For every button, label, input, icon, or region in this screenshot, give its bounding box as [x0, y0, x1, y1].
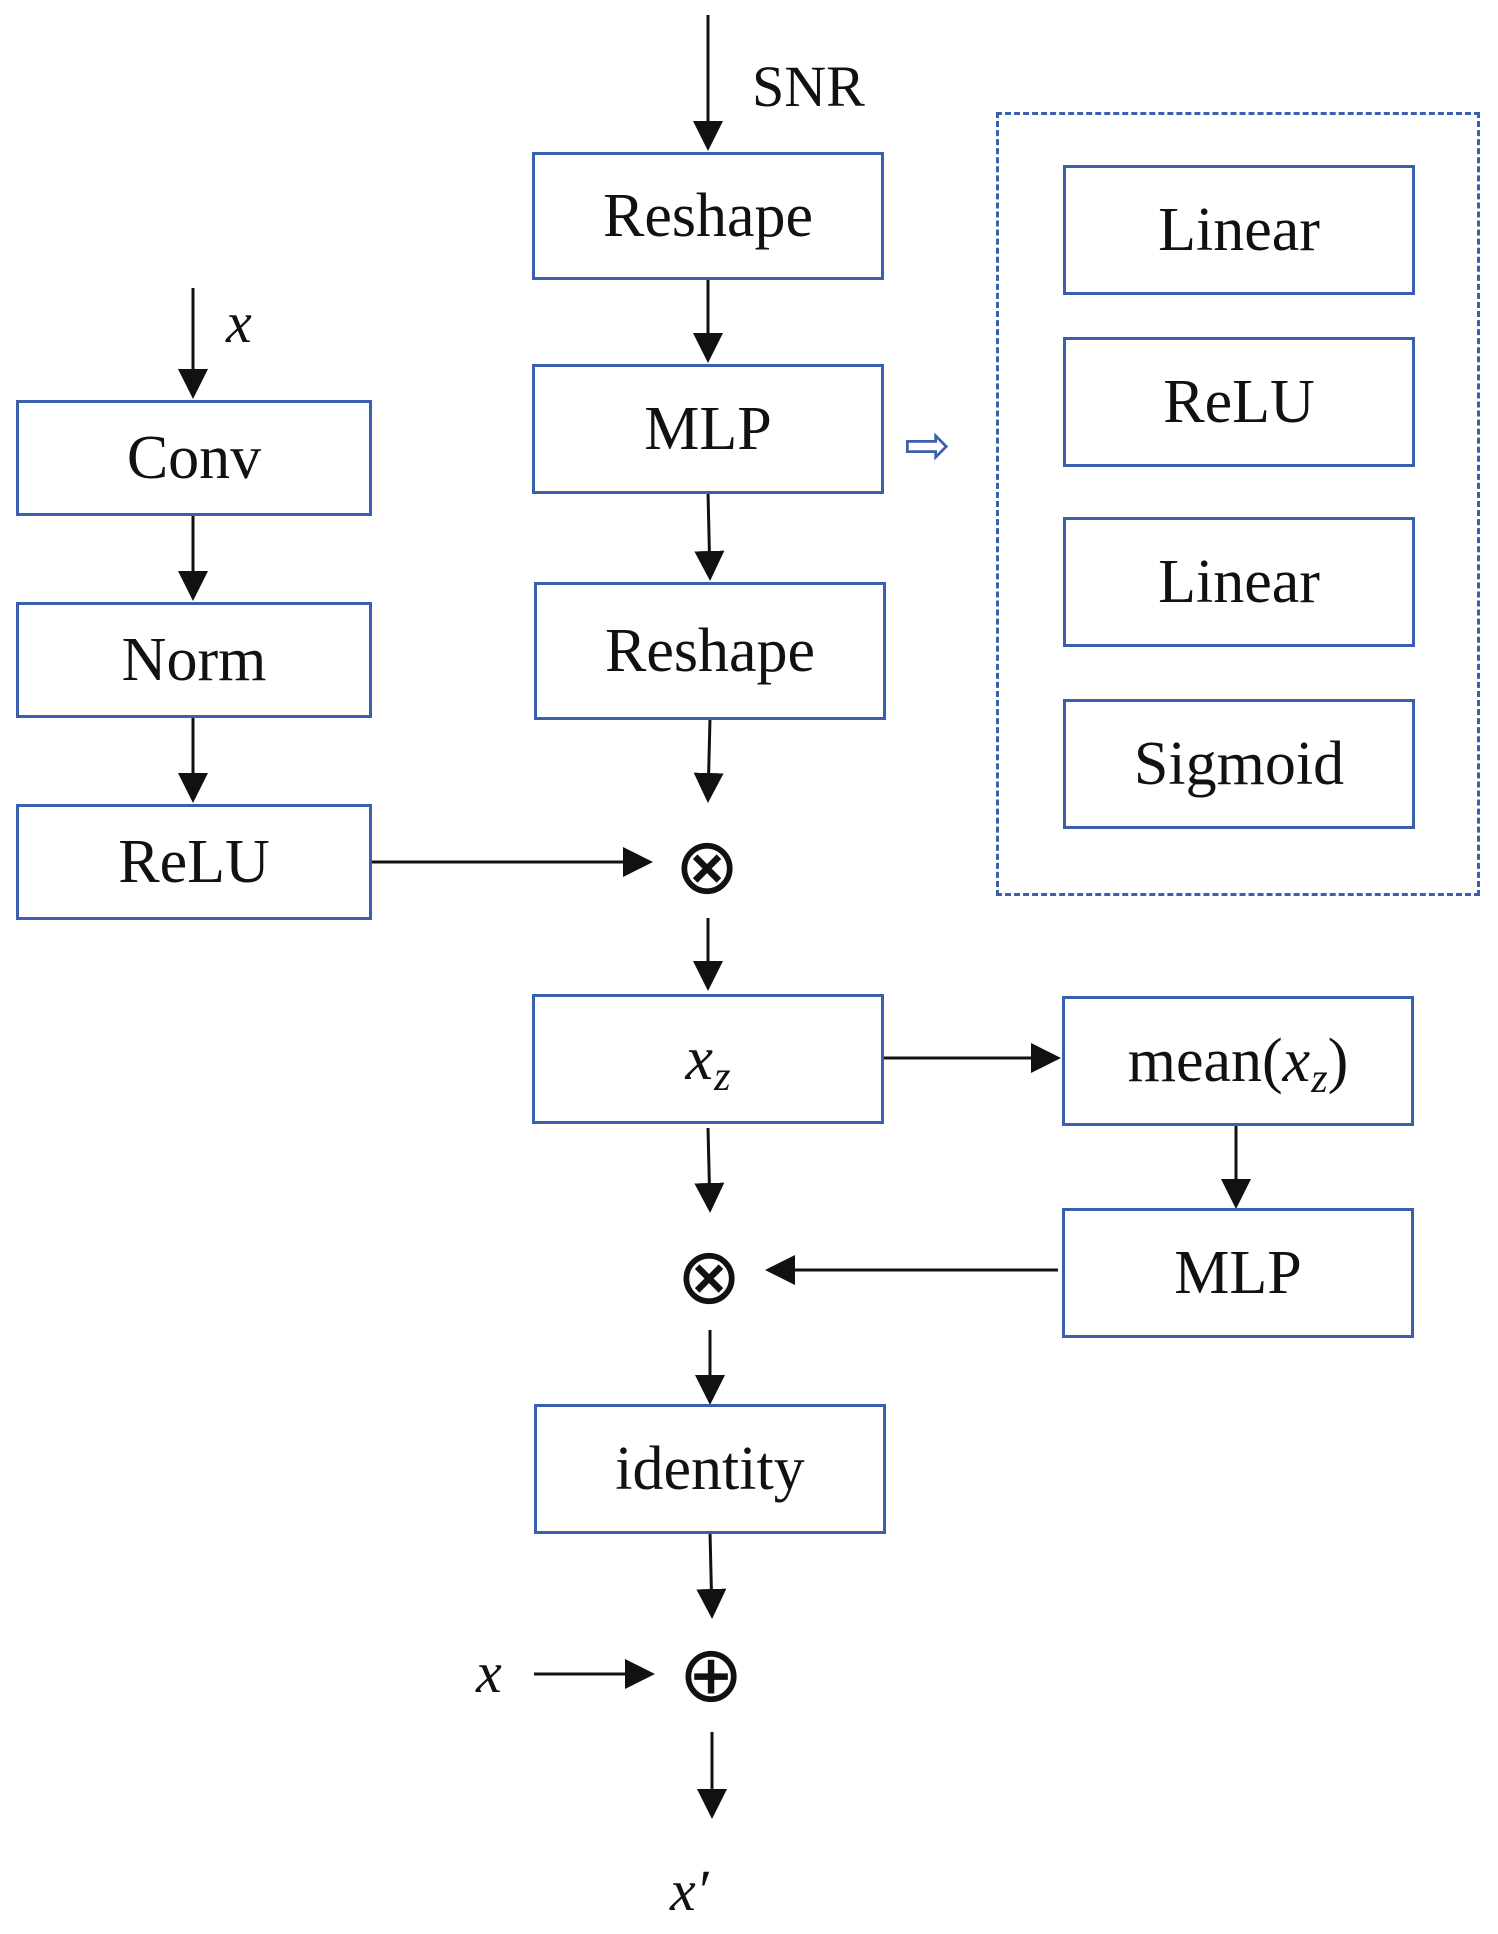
- multiply-operator-1: ⊗: [674, 822, 740, 912]
- mean-box: mean(xz): [1062, 996, 1414, 1126]
- mlp-detail-layer-relu: ReLU: [1063, 337, 1415, 467]
- mlp-right-label: MLP: [1174, 1238, 1302, 1307]
- reshape-box-top: Reshape: [532, 152, 884, 280]
- mlp-detail-layer-linear-1: Linear: [1063, 165, 1415, 295]
- arrow-identity-to-add: [696, 1531, 727, 1619]
- relu-left-label: ReLU: [118, 827, 270, 896]
- mean-prefix: mean(: [1127, 1026, 1283, 1095]
- norm-box: Norm: [16, 602, 372, 718]
- snr-label: SNR: [752, 54, 865, 119]
- x-prime-output-label: x′: [670, 1858, 709, 1923]
- mlp-detail-layer-label: ReLU: [1163, 367, 1315, 436]
- multiply-operator-2: ⊗: [676, 1232, 742, 1322]
- mlp-box-center: MLP: [532, 364, 884, 494]
- mean-base: x: [1282, 1026, 1311, 1095]
- reshape-top-label: Reshape: [602, 181, 814, 250]
- xz-base: x: [685, 1024, 714, 1093]
- relu-box-left: ReLU: [16, 804, 372, 920]
- x-residual-label: x: [476, 1640, 502, 1705]
- xz-box: xz: [532, 994, 884, 1124]
- identity-box: identity: [534, 1404, 886, 1534]
- conv-label: Conv: [126, 423, 262, 492]
- norm-label: Norm: [121, 625, 267, 694]
- mlp-detail-panel: Linear ReLU Linear Sigmoid: [996, 112, 1480, 896]
- reshape-bottom-label: Reshape: [604, 616, 816, 685]
- mean-suffix: ): [1327, 1026, 1349, 1095]
- xz-subscript: z: [714, 1053, 731, 1101]
- mlp-detail-layer-sigmoid: Sigmoid: [1063, 699, 1415, 829]
- add-operator: ⊕: [678, 1630, 744, 1720]
- mlp-detail-layer-label: Linear: [1158, 195, 1320, 264]
- reshape-box-bottom: Reshape: [534, 582, 886, 720]
- mlp-box-right: MLP: [1062, 1208, 1414, 1338]
- xz-label: xz: [685, 1024, 731, 1101]
- arrow-mlp-to-reshape: [694, 491, 725, 581]
- expand-arrow-icon: ⇨: [904, 413, 951, 478]
- mlp-center-label: MLP: [644, 394, 772, 463]
- arrow-reshape-to-mult1: [693, 717, 724, 803]
- arrow-xz-to-mult2: [694, 1127, 725, 1213]
- identity-label: identity: [615, 1434, 805, 1503]
- mlp-detail-layer-linear-2: Linear: [1063, 517, 1415, 647]
- conv-box: Conv: [16, 400, 372, 516]
- x-input-label: x: [226, 290, 252, 355]
- mean-label: mean(xz): [1127, 1026, 1349, 1103]
- mlp-detail-layer-label: Linear: [1158, 547, 1320, 616]
- mean-subscript: z: [1311, 1055, 1328, 1103]
- mlp-detail-layer-label: Sigmoid: [1133, 729, 1345, 798]
